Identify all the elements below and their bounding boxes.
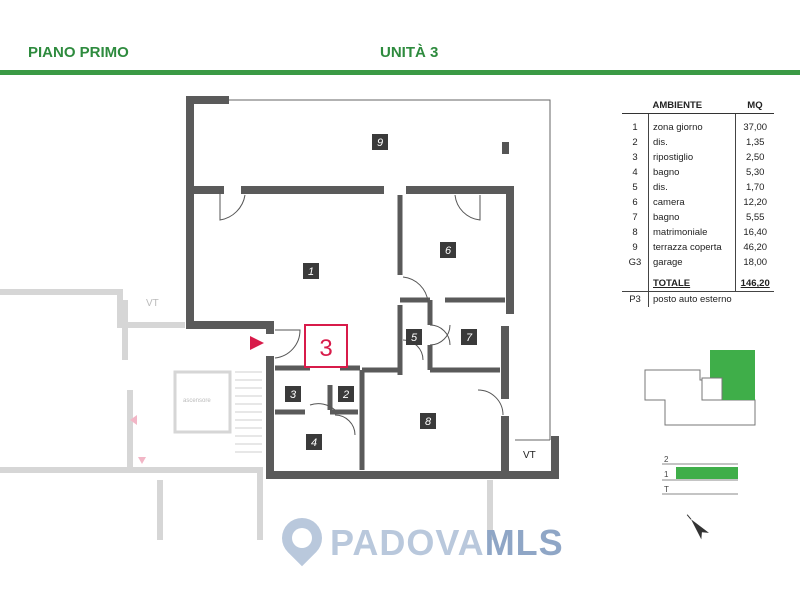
floor-indicator: 2 1 T <box>662 455 738 495</box>
door-swings <box>219 190 504 436</box>
key-plan <box>644 350 756 426</box>
arrow-icon <box>130 415 137 425</box>
walls <box>186 96 559 479</box>
watermark-part1: PADOVA <box>330 522 485 563</box>
vt-label-left: VT <box>146 298 159 309</box>
floor-2: 2 <box>664 455 669 464</box>
room-5-label: 5 <box>411 332 418 344</box>
room-9-label: 9 <box>377 137 383 149</box>
stair-label: ascensore <box>183 398 211 404</box>
floor-t: T <box>664 485 669 494</box>
room-2-label: 2 <box>342 389 349 401</box>
header-divider <box>0 70 800 75</box>
room-7-label: 7 <box>466 332 473 344</box>
room-6-label: 6 <box>445 245 452 257</box>
stair <box>235 371 262 453</box>
header-mq: MQ <box>735 98 775 114</box>
room-4-label: 4 <box>311 437 317 449</box>
page-title-unit: UNITÀ 3 <box>380 44 439 61</box>
watermark: PADOVAMLS <box>330 522 564 564</box>
room-tags: 9 1 6 7 5 3 2 4 8 <box>285 134 477 450</box>
vt-label-right: VT <box>523 450 536 461</box>
room-3-label: 3 <box>290 389 297 401</box>
entrance-arrow-icon <box>250 336 264 350</box>
arrow-icon <box>138 457 146 464</box>
column <box>502 142 509 154</box>
unit-marker-box <box>304 324 348 368</box>
room-8-label: 8 <box>425 416 432 428</box>
neighbour-outline <box>0 289 493 540</box>
pin-center <box>292 528 312 548</box>
page-title-floor: PIANO PRIMO <box>28 44 129 61</box>
room-1-label: 1 <box>308 266 314 278</box>
header-ambiente: AMBIENTE <box>648 98 736 114</box>
floor-1: 1 <box>664 470 669 479</box>
north-arrow-icon <box>686 514 709 540</box>
watermark-part2: MLS <box>484 522 564 563</box>
unit-marker-number: 3 <box>319 335 332 362</box>
terrace-edge <box>186 99 551 440</box>
